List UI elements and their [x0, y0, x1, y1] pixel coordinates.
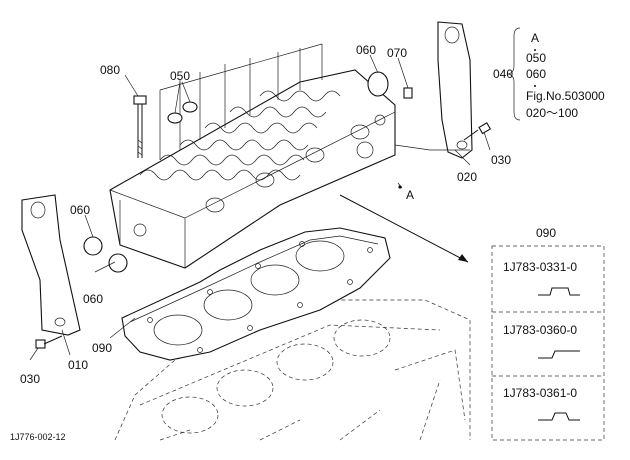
plug-070	[403, 87, 413, 99]
bolt-030-right	[463, 122, 492, 141]
callout-060-left-upper: 060	[70, 203, 90, 217]
variants-box: 090 1J783-0331-0 1J783-0360-0 1J783-0361…	[491, 226, 605, 441]
head-gasket	[121, 227, 391, 361]
bracket-note-line4: Fig.No.503000	[526, 89, 605, 103]
leader-lines	[29, 54, 491, 361]
lift-bracket-right	[437, 21, 473, 159]
callout-a: A	[406, 188, 414, 202]
bolt-080	[133, 95, 147, 158]
callout-060-top: 060	[356, 43, 376, 57]
callout-070: 070	[387, 46, 407, 60]
arrow-to-variants	[339, 194, 469, 263]
callout-090: 090	[92, 341, 112, 355]
callout-040: 040	[493, 67, 513, 81]
seal-060-left	[83, 236, 128, 273]
callout-020: 020	[457, 170, 477, 184]
callout-a-dot	[398, 185, 402, 189]
variant-3-profile	[538, 412, 580, 421]
variant-2-part-no: 1J783-0360-0	[503, 323, 577, 337]
bracket-note-line1: A	[531, 31, 539, 45]
bracket-dot-2	[534, 85, 536, 87]
callout-080: 080	[100, 63, 120, 77]
bracket-note: A 050 060 Fig.No.503000 020～100	[507, 27, 605, 121]
bracket-note-line3: 060	[526, 67, 546, 81]
bracket-note-line2: 050	[526, 51, 546, 65]
bracket-note-line5: 020～100	[526, 106, 578, 120]
variant-2-profile	[538, 350, 580, 359]
variant-3-part-no: 1J783-0361-0	[503, 386, 577, 400]
variant-1-profile	[538, 287, 580, 296]
callout-030-right: 030	[491, 153, 511, 167]
callout-010: 010	[68, 358, 88, 372]
callout-030-left: 030	[20, 372, 40, 386]
variant-1-part-no: 1J783-0331-0	[503, 260, 577, 274]
cylinder-head	[109, 43, 396, 269]
bolt-030-left	[35, 335, 63, 349]
seal-050	[167, 101, 198, 124]
figure-id: 1J776-002-12	[10, 432, 66, 442]
seal-060-top	[367, 71, 389, 97]
callout-050: 050	[170, 69, 190, 83]
arrow-head	[458, 254, 468, 262]
bracket-dot-1	[534, 49, 536, 51]
callout-060-left-lower: 060	[83, 292, 103, 306]
variants-title: 090	[536, 226, 556, 240]
lift-bracket-left	[21, 194, 81, 336]
